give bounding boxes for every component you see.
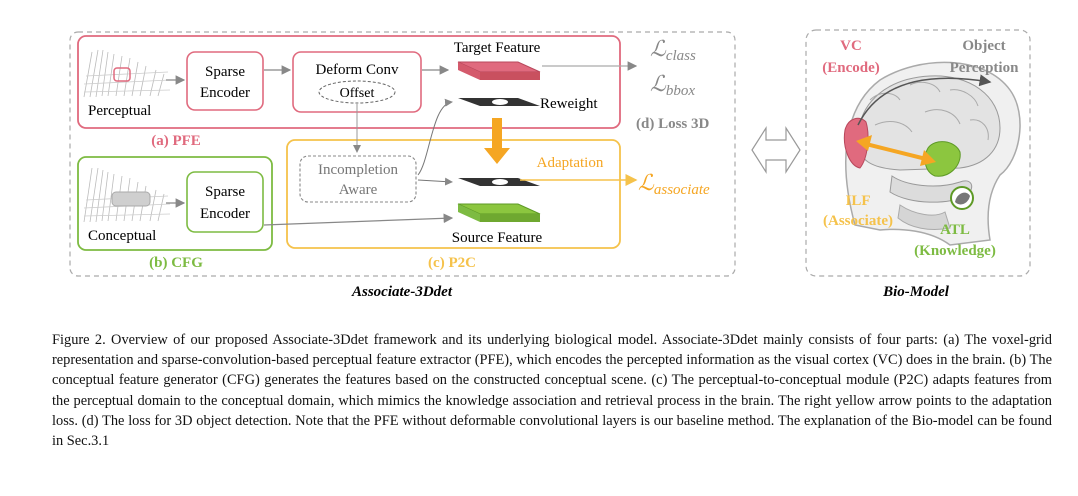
- vc-sub-label: (Encode): [822, 60, 880, 76]
- incompletion-line2: Aware: [339, 182, 378, 198]
- conceptual-label: Conceptual: [88, 228, 156, 244]
- offset-ellipse: [318, 80, 396, 104]
- framework-box: [69, 31, 736, 277]
- cfg-sparse-encoder-line1: Sparse: [205, 184, 245, 200]
- pfe-title: (a) PFE: [151, 133, 201, 149]
- source-feature-label: Source Feature: [452, 230, 543, 246]
- loss-3d-title: (d) Loss 3D: [636, 116, 710, 132]
- cfg-sparse-encoder-box: [186, 171, 264, 233]
- incompletion-aware-box: [299, 155, 417, 203]
- ilf-association-arrow: [861, 141, 931, 162]
- p2c-title: (c) P2C: [428, 255, 476, 271]
- adaptation-label: Adaptation: [537, 155, 604, 171]
- atl-label: ATL: [940, 222, 970, 238]
- ilf-sub-label: (Associate): [823, 213, 893, 229]
- framework-title: Associate-3Ddet: [351, 284, 453, 300]
- bio-model-title: Bio-Model: [882, 284, 950, 300]
- incompletion-line1: Incompletion: [318, 162, 398, 178]
- loss-class: ℒclass: [650, 36, 696, 64]
- deform-conv-label: Deform Conv: [316, 62, 399, 78]
- figure-diagram: Perceptual Conceptual Sparse Encoder Spa…: [69, 29, 1031, 300]
- perception-label: Perception: [950, 60, 1020, 76]
- offset-label: Offset: [340, 86, 375, 101]
- target-feature-label: Target Feature: [454, 40, 541, 56]
- ilf-label: ILF: [845, 193, 870, 209]
- pfe-sparse-encoder-line1: Sparse: [205, 64, 245, 80]
- correspondence-double-arrow: [751, 125, 801, 175]
- bio-model-box: [805, 29, 1031, 277]
- loss-bbox: ℒbbox: [650, 71, 695, 99]
- pfe-sparse-encoder-line2: Encoder: [200, 85, 250, 101]
- perceptual-label: Perceptual: [88, 103, 151, 119]
- p2c-box: [286, 139, 621, 249]
- pfe-sparse-encoder-box: [186, 51, 264, 111]
- reweight-label: Reweight: [540, 96, 598, 112]
- cfg-sparse-encoder-line2: Encoder: [200, 206, 250, 222]
- figure-caption: Figure 2. Overview of our proposed Assoc…: [52, 332, 1052, 450]
- object-label: Object: [962, 38, 1005, 54]
- perceptual-pointcloud-image: [83, 49, 171, 98]
- cfg-box: [77, 156, 273, 251]
- adaptation-down-arrow: [492, 118, 502, 150]
- conceptual-car-icon: [111, 191, 151, 207]
- pfe-box: [77, 35, 621, 129]
- cfg-title: (b) CFG: [149, 255, 203, 271]
- atl-sub-label: (Knowledge): [914, 243, 996, 259]
- perceptual-car-icon: [113, 67, 131, 82]
- vc-label: VC: [840, 38, 862, 54]
- loss-associate: ℒassociate: [638, 170, 710, 198]
